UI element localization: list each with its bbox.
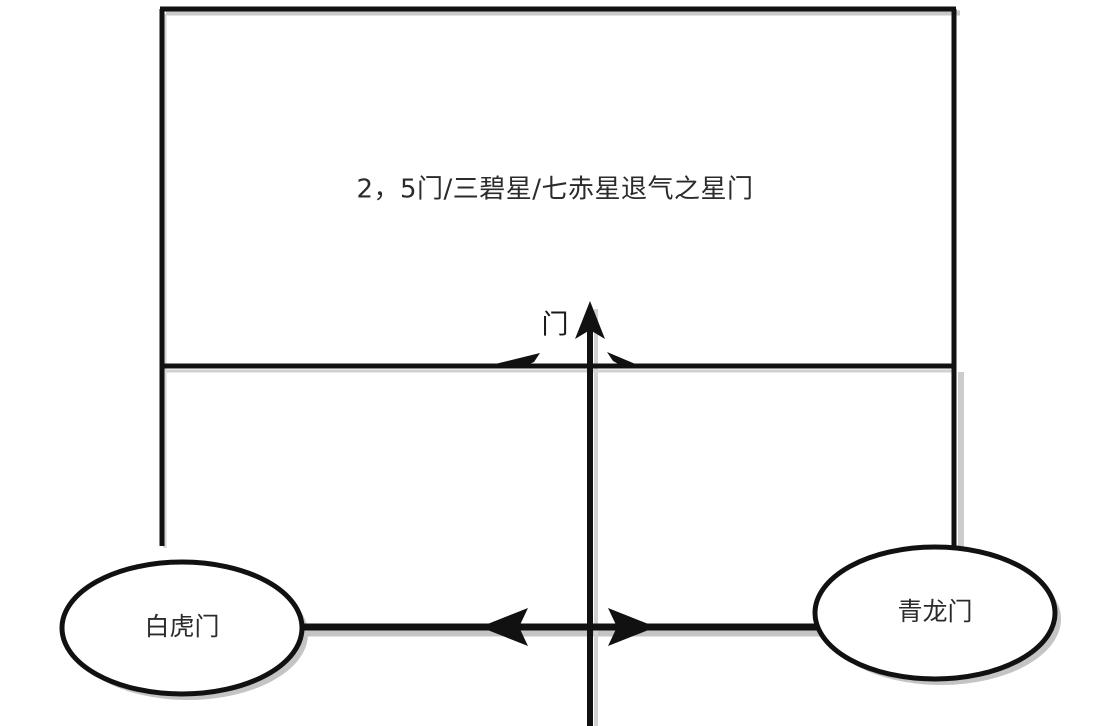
- divider-barb-arrows: [487, 352, 640, 366]
- white-tiger-gate-label: 白虎门: [144, 612, 219, 641]
- barb-right-icon: [607, 352, 640, 366]
- center-vertical-axis: [575, 301, 605, 726]
- gate-connector: [300, 608, 818, 646]
- star-gate-note-label: 2，5门/三碧星/七赤星退气之星门: [356, 175, 753, 205]
- connector-arrow-left-icon: [480, 608, 528, 646]
- room-outline: [159, 6, 957, 549]
- azure-dragon-gate-ellipse[interactable]: [812, 544, 1058, 682]
- azure-dragon-gate-node[interactable]: 青龙门: [812, 544, 1058, 682]
- up-arrow-icon: [575, 301, 605, 339]
- white-tiger-gate-ellipse[interactable]: [59, 559, 305, 697]
- white-tiger-gate-node[interactable]: 白虎门: [59, 559, 305, 697]
- azure-dragon-gate-label: 青龙门: [897, 597, 972, 626]
- connector-arrow-right-icon: [608, 608, 656, 646]
- center-gate-label: 门: [542, 310, 569, 341]
- barb-left-icon: [487, 353, 540, 366]
